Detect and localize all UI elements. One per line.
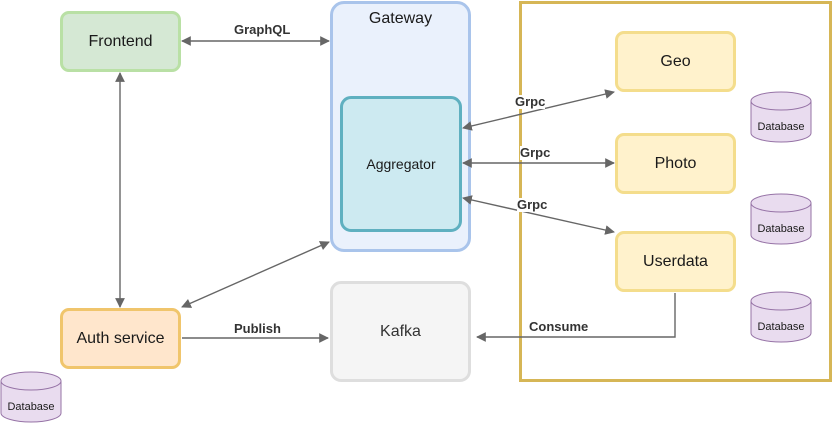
photo-node[interactable]: Photo — [615, 133, 736, 194]
database-label: Database — [757, 223, 805, 235]
services-cluster — [519, 1, 832, 382]
gateway-label: Gateway — [368, 10, 433, 27]
database-label: Database — [757, 121, 805, 133]
database-icon — [0, 371, 62, 423]
edge-auth-gateway — [181, 241, 330, 308]
kafka-label: Kafka — [380, 322, 421, 340]
edge-userdata-kafka — [476, 293, 676, 342]
geo-database[interactable]: Database — [750, 91, 812, 143]
edge-label-grpc-geo: Grpc — [515, 94, 546, 109]
edge-label-grpc-photo: Grpc — [520, 145, 551, 160]
frontend-node[interactable]: Frontend — [60, 11, 181, 72]
userdata-database[interactable]: Database — [750, 291, 812, 343]
aggregator-node[interactable]: Aggregator — [340, 96, 462, 232]
photo-label: Photo — [654, 154, 697, 172]
edge-label-grpc-userdata: Grpc — [517, 197, 548, 212]
edge-label-graphql: GraphQL — [234, 22, 291, 37]
database-label: Database — [757, 321, 805, 333]
userdata-label: Userdata — [643, 252, 708, 270]
database-label: Database — [7, 401, 55, 413]
userdata-node[interactable]: Userdata — [615, 231, 736, 292]
database-icon — [750, 291, 812, 343]
kafka-node[interactable]: Kafka — [330, 281, 471, 382]
edge-aggregator-geo — [462, 89, 615, 131]
edge-label-consume: Consume — [529, 319, 589, 334]
auth-service-node[interactable]: Auth service — [60, 308, 181, 369]
database-icon — [750, 91, 812, 143]
database-icon — [750, 193, 812, 245]
aggregator-label: Aggregator — [366, 156, 436, 172]
auth-database[interactable]: Database — [0, 371, 62, 423]
frontend-label: Frontend — [88, 32, 153, 50]
photo-database[interactable]: Database — [750, 193, 812, 245]
auth-service-label: Auth service — [76, 329, 165, 347]
geo-node[interactable]: Geo — [615, 31, 736, 92]
edge-aggregator-userdata — [462, 195, 615, 235]
geo-label: Geo — [660, 52, 691, 70]
edge-label-publish: Publish — [234, 321, 281, 336]
